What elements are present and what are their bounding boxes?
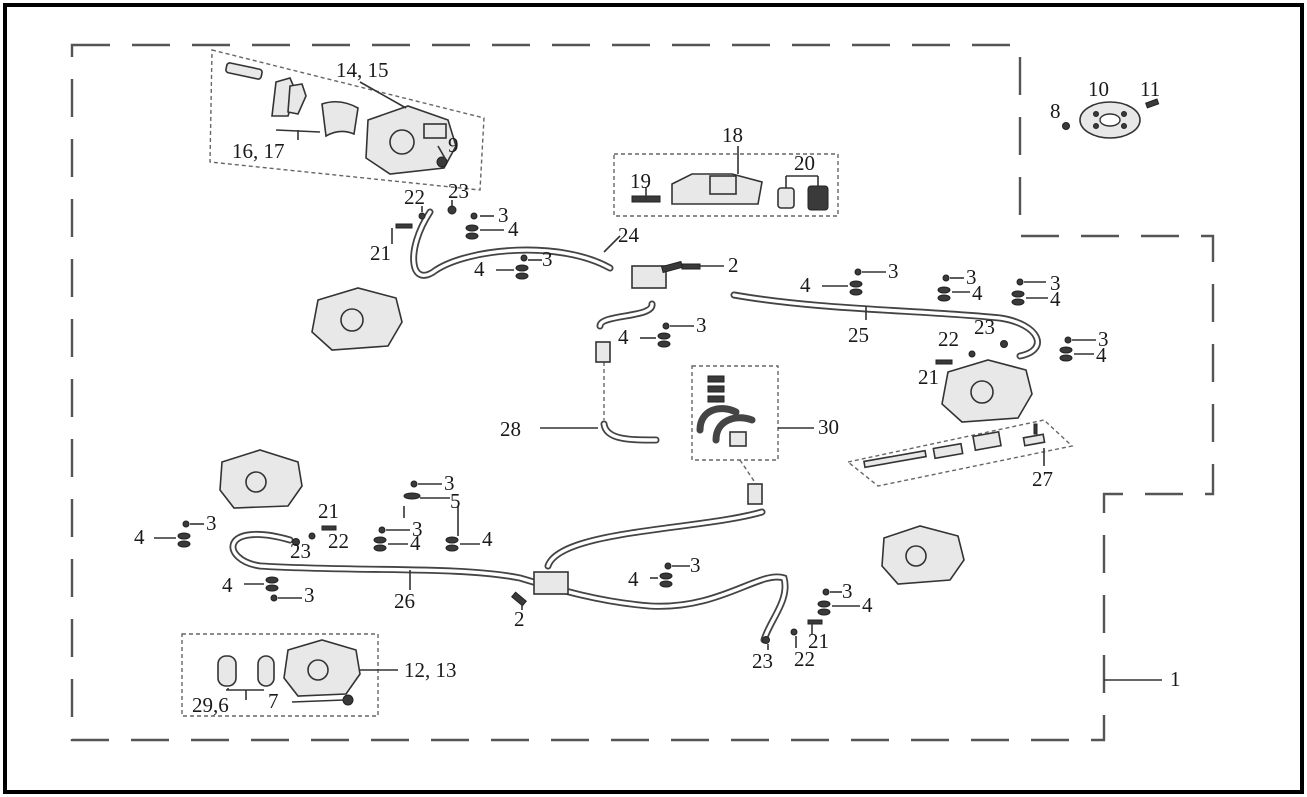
- label-4-h: 4: [134, 525, 145, 549]
- label-30: 30: [818, 415, 839, 439]
- label-20: 20: [794, 151, 815, 175]
- label-4-a: 4: [508, 217, 519, 241]
- caliper-right: [941, 359, 1033, 423]
- label-7: 7: [268, 689, 279, 713]
- label-2-lower: 2: [514, 607, 525, 631]
- label-22-c: 22: [328, 529, 349, 553]
- label-19: 19: [630, 169, 651, 193]
- label-29-6: 29,6: [192, 693, 229, 717]
- label-23-b: 23: [974, 315, 995, 339]
- label-10: 10: [1088, 77, 1109, 101]
- label-4-b: 4: [474, 257, 485, 281]
- label-3-m: 3: [690, 553, 701, 577]
- label-4-d: 4: [800, 273, 811, 297]
- label-21-a: 21: [370, 241, 391, 265]
- brake-hose-26: [229, 531, 789, 644]
- brake-hose-upper-link: [596, 300, 656, 330]
- label-11: 11: [1140, 77, 1160, 101]
- pushrod-kit-box: [846, 419, 1074, 487]
- label-3-j: 3: [412, 517, 423, 541]
- brake-hose-lower-link: [544, 508, 766, 570]
- label-26: 26: [394, 589, 415, 613]
- caliper-kit-box-top: [209, 49, 485, 191]
- label-3-g: 3: [1098, 327, 1109, 351]
- label-4-n: 4: [862, 593, 873, 617]
- label-4-l: 4: [222, 573, 233, 597]
- label-21-d: 21: [808, 629, 829, 653]
- caliper-top: [365, 105, 457, 175]
- label-3-a: 3: [498, 203, 509, 227]
- label-23-d: 23: [752, 649, 773, 673]
- label-3-h: 3: [206, 511, 217, 535]
- caliper-mid-left: [219, 449, 303, 509]
- label-4-e: 4: [972, 281, 983, 305]
- label-27: 27: [1032, 467, 1053, 491]
- caliper-bottom: [283, 639, 361, 697]
- label-4-m: 4: [628, 567, 639, 591]
- label-4-c: 4: [618, 325, 629, 349]
- brake-pads-top: [271, 77, 359, 138]
- assembly-boundary: [70, 43, 1215, 742]
- label-3-f: 3: [1050, 271, 1061, 295]
- label-22-b: 22: [938, 327, 959, 351]
- label-4-f: 4: [1050, 287, 1061, 311]
- label-24: 24: [618, 223, 640, 247]
- label-21-c: 21: [318, 499, 339, 523]
- label-14-15: 14, 15: [336, 58, 389, 82]
- label-3-l: 3: [304, 583, 315, 607]
- caliper-upper-left: [311, 287, 403, 351]
- caliper-bracket: [671, 173, 763, 205]
- brake-disc: [1079, 101, 1141, 139]
- label-4-k: 4: [482, 527, 493, 551]
- label-3-n: 3: [842, 579, 853, 603]
- label-4-g: 4: [1096, 343, 1107, 367]
- tee-connector-lower: [511, 571, 569, 607]
- union-fitting-upper: [595, 341, 611, 363]
- label-22-d: 22: [794, 647, 815, 671]
- label-2-upper: 2: [728, 253, 739, 277]
- label-8: 8: [1050, 99, 1061, 123]
- label-5: 5: [450, 489, 461, 513]
- label-12-13: 12, 13: [404, 658, 457, 682]
- brake-hose-24: [410, 208, 614, 279]
- label-21-b: 21: [918, 365, 939, 389]
- caliper-kit-box-bottom: [181, 633, 379, 717]
- bleeder-screw-top: [225, 62, 263, 80]
- label-3-e: 3: [966, 265, 977, 289]
- label-23-c: 23: [290, 539, 311, 563]
- label-28: 28: [500, 417, 521, 441]
- caliper-lower-right: [881, 525, 965, 585]
- brake-pipe-28: [600, 362, 660, 444]
- label-1: 1: [1170, 667, 1181, 691]
- label-3-d: 3: [888, 259, 899, 283]
- label-3-c: 3: [696, 313, 707, 337]
- pad-pair-20: [777, 185, 829, 211]
- master-cylinder-parts: [696, 375, 756, 447]
- label-16-17: 16, 17: [232, 139, 285, 163]
- label-3-i: 3: [444, 471, 455, 495]
- caliper-bracket-box: [613, 153, 839, 217]
- brake-pads-bottom: [217, 655, 275, 687]
- brake-hose-25: [730, 291, 1041, 360]
- label-9: 9: [448, 133, 459, 157]
- label-4-j: 4: [410, 531, 421, 555]
- label-22-a: 22: [404, 185, 425, 209]
- label-25: 25: [848, 323, 869, 347]
- union-fitting-lower: [747, 483, 763, 505]
- label-3-b: 3: [542, 247, 553, 271]
- outer-border: [3, 3, 1304, 794]
- label-23-a: 23: [448, 179, 469, 203]
- tee-connector-upper: [631, 260, 684, 289]
- pushrod-kit: [863, 423, 1046, 469]
- master-cylinder-kit-box: [691, 365, 779, 461]
- label-18: 18: [722, 123, 743, 147]
